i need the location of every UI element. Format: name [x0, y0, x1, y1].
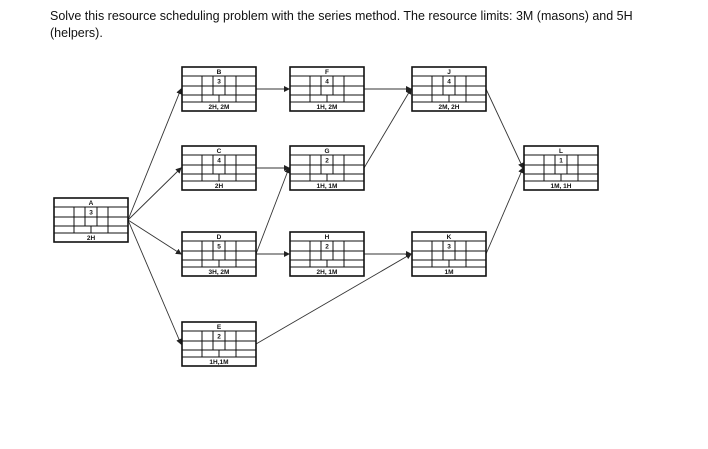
- activity-duration-label: 4: [325, 79, 329, 86]
- activity-duration-label: 4: [447, 79, 451, 86]
- activity-resources-label: 1H,1M: [209, 359, 228, 366]
- activity-duration-label: 2: [217, 334, 221, 341]
- activity-resources-label: 1M, 1H: [551, 183, 572, 190]
- activity-node-g: G 2 1H, 1M: [289, 145, 365, 191]
- activity-id-label: K: [447, 234, 452, 241]
- node-frame: [411, 66, 487, 112]
- problem-statement: Solve this resource scheduling problem w…: [50, 9, 633, 40]
- dependency-arrow-a-d: [127, 219, 182, 255]
- activity-id-label: E: [217, 324, 222, 331]
- activity-duration-label: 3: [217, 79, 221, 86]
- node-frame: [289, 231, 365, 277]
- dependency-arrow-e-k: [255, 253, 412, 345]
- activity-resources-label: 2H, 1M: [317, 269, 338, 276]
- activity-id-label: F: [325, 69, 329, 76]
- activity-id-label: H: [325, 234, 330, 241]
- activity-node-a: A 3 2H: [53, 197, 129, 243]
- activity-node-d: D 5 3H, 2M: [181, 231, 257, 277]
- node-frame: [181, 231, 257, 277]
- activity-node-l: L 1 1M, 1H: [523, 145, 599, 191]
- activity-duration-label: 3: [89, 210, 93, 217]
- activity-resources-label: 2H: [215, 183, 224, 190]
- node-frame: [53, 197, 129, 243]
- activity-node-j: J 4 2M, 2H: [411, 66, 487, 112]
- node-frame: [181, 145, 257, 191]
- dependency-arrows: [127, 86, 524, 345]
- activity-duration-label: 3: [447, 244, 451, 251]
- node-frame: [181, 66, 257, 112]
- activity-duration-label: 4: [217, 158, 221, 165]
- activity-resources-label: 1M: [444, 269, 453, 276]
- dependency-arrow-g-j: [363, 88, 412, 169]
- activity-id-label: G: [324, 148, 329, 155]
- dependency-arrow-a-c: [127, 167, 182, 221]
- node-frame: [411, 231, 487, 277]
- activity-node-c: C 4 2H: [181, 145, 257, 191]
- node-frame: [289, 145, 365, 191]
- node-frame: [523, 145, 599, 191]
- activity-resources-label: 2M, 2H: [439, 104, 460, 111]
- activity-node-h: H 2 2H, 1M: [289, 231, 365, 277]
- activity-id-label: C: [217, 148, 222, 155]
- activity-resources-label: 1H, 2M: [317, 104, 338, 111]
- activity-node-b: B 3 2H, 2M: [181, 66, 257, 112]
- activity-duration-label: 1: [559, 158, 563, 165]
- activity-id-label: B: [217, 69, 222, 76]
- activity-node-e: E 2 1H,1M: [181, 321, 257, 367]
- activity-duration-label: 5: [217, 244, 221, 251]
- activity-resources-label: 3H, 2M: [209, 269, 230, 276]
- dependency-arrow-k-l: [485, 167, 524, 255]
- activity-duration-label: 2: [325, 244, 329, 251]
- activity-id-label: D: [217, 234, 222, 241]
- activity-resources-label: 1H, 1M: [317, 183, 338, 190]
- activity-id-label: A: [89, 200, 94, 207]
- activity-node-k: K 3 1M: [411, 231, 487, 277]
- node-frame: [181, 321, 257, 367]
- activity-id-label: J: [447, 69, 451, 76]
- activity-duration-label: 2: [325, 158, 329, 165]
- dependency-arrow-a-b: [127, 88, 182, 221]
- activity-id-label: L: [559, 148, 563, 155]
- dependency-arrow-d-g: [255, 167, 291, 255]
- dependency-arrow-j-l: [485, 88, 524, 169]
- dependency-arrow-a-e: [127, 219, 182, 345]
- activity-node-f: F 4 1H, 2M: [289, 66, 365, 112]
- activity-resources-label: 2H: [87, 235, 96, 242]
- activity-resources-label: 2H, 2M: [209, 104, 230, 111]
- node-frame: [289, 66, 365, 112]
